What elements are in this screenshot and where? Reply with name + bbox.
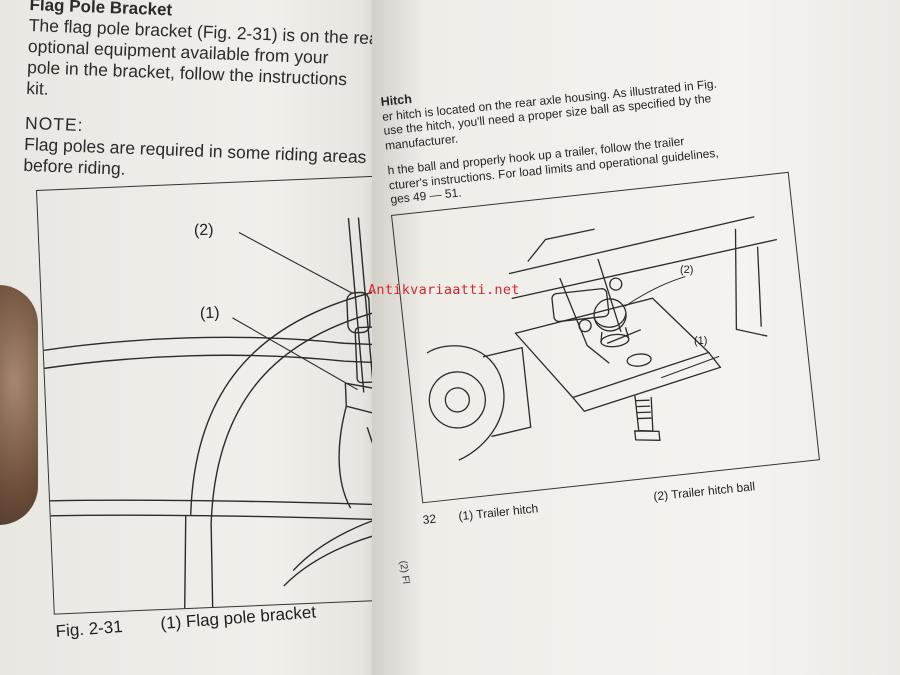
figure-number-fragment: 32 [422,511,437,527]
flag-pole-drawing [38,217,412,611]
hitch-callout-2: (2) [680,264,694,276]
hitch-callout-1: (1) [694,335,708,347]
trailer-hitch-drawing [426,216,778,461]
trailer-hitch-figure [391,171,820,504]
flag-pole-figure [36,174,414,615]
callout-2: (2) [193,221,214,240]
thumb [0,285,38,525]
right-page [372,0,900,675]
figure-number: Fig. 2-31 [55,616,124,641]
callout-1: (1) [199,304,220,323]
watermark: Antikvariaatti.net [368,282,520,298]
